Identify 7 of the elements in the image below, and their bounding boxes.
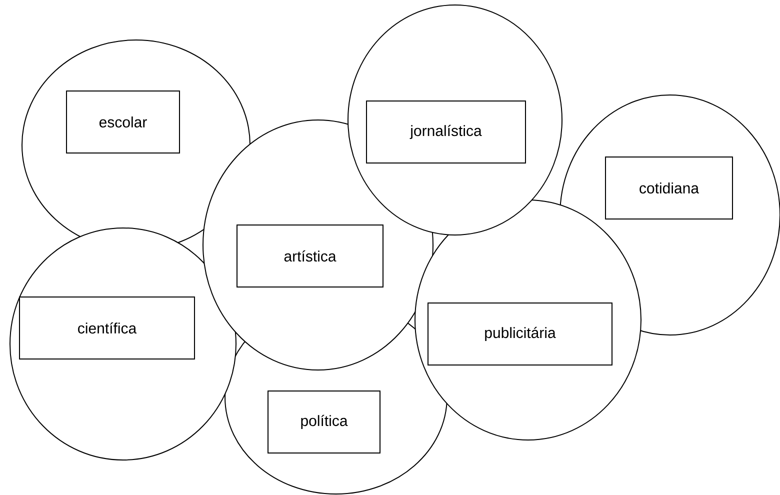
label-box: artística: [236, 224, 384, 288]
label-box: política: [268, 390, 380, 454]
label-box: jornalística: [366, 100, 526, 164]
label-box: cotidiana: [605, 156, 733, 220]
label-box: científica: [19, 296, 195, 360]
label-box: publicitária: [428, 302, 612, 366]
label-box: escolar: [66, 90, 180, 154]
